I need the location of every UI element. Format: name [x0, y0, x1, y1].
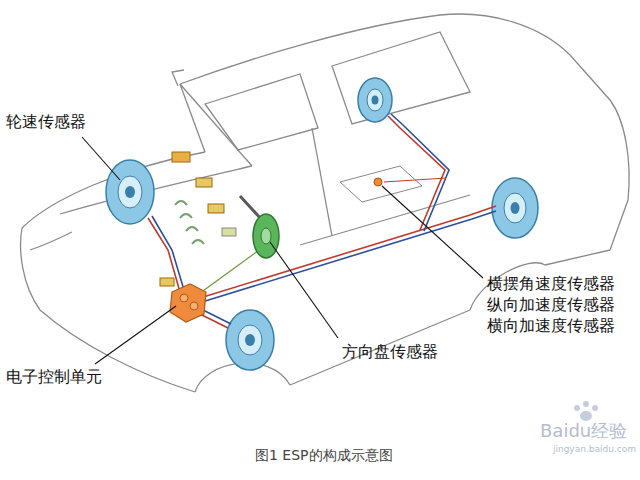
paw-toe: [583, 401, 589, 407]
ecu-valve: [190, 302, 198, 310]
disc-center: [511, 202, 520, 214]
b-pillar: [312, 128, 332, 236]
disc: [106, 160, 154, 224]
leader-line: [95, 306, 176, 364]
leader-line: [270, 242, 338, 338]
side-window: [205, 74, 318, 150]
rear-side-window: [332, 32, 470, 124]
sensor-wire: [196, 248, 262, 296]
steering-hub: [261, 228, 271, 244]
sensor-dot: [374, 178, 382, 186]
engine-part: [172, 152, 190, 162]
engine-part: [208, 204, 224, 213]
part-label: 横摆角速度传感器: [487, 274, 615, 293]
antenna: [172, 70, 184, 86]
windshield-edge: [180, 84, 252, 166]
brake-line: [148, 218, 180, 292]
disc: [226, 310, 274, 370]
brake-line: [388, 116, 445, 230]
engine-part: [222, 228, 236, 236]
paw-toe: [592, 405, 598, 411]
disc: [492, 178, 538, 238]
car-body: [21, 14, 630, 392]
rear-line: [570, 55, 629, 250]
steering-column: [240, 196, 262, 220]
wheel-disc: [226, 310, 274, 370]
hood-line: [60, 166, 252, 214]
coil-spring: [175, 201, 204, 244]
engine-part: [160, 278, 174, 286]
watermark: jingyan.baidu.com: [553, 444, 636, 455]
disc: [358, 78, 392, 122]
roof-line: [180, 14, 570, 84]
paw-pad: [580, 411, 592, 421]
engine-part: [196, 178, 212, 187]
steering-wheel: [253, 214, 279, 258]
part-label: 轮速传感器: [6, 112, 86, 131]
brake-lines: [148, 114, 496, 328]
part-label: 横向加速度传感器: [487, 316, 615, 335]
disc-hub: [118, 176, 142, 208]
hood-edge: [22, 152, 205, 228]
yaw-sensor-unit: [340, 166, 422, 202]
disc-hub: [238, 325, 262, 355]
a-pillar: [180, 84, 205, 152]
rear-sill: [545, 250, 610, 265]
ecu-unit: [170, 284, 206, 322]
wheel-disc: [492, 178, 538, 238]
steering-unit: [240, 196, 279, 258]
engine-parts: [160, 152, 236, 286]
brake-line: [391, 114, 449, 231]
leader-line: [382, 186, 483, 278]
disc-hub: [367, 89, 383, 111]
wheel-disc: [358, 78, 392, 122]
sensor-box: [340, 166, 422, 202]
part-label: 方向盘传感器: [342, 342, 438, 361]
brake-line: [200, 206, 496, 298]
headlight: [30, 232, 72, 250]
part-label: 电子控制单元: [6, 367, 102, 386]
paw-toe: [574, 405, 580, 411]
disc-center: [372, 96, 379, 105]
wheel-discs: [106, 78, 538, 370]
watermark-paw: [574, 401, 598, 421]
figure-caption: 图1 ESP的构成示意图: [255, 447, 393, 464]
ecu-block: [170, 284, 206, 322]
brake-line: [152, 216, 184, 290]
wheel-disc: [106, 160, 154, 224]
watermark: Baidu经验: [540, 420, 627, 442]
part-label: 纵向加速度传感器: [487, 295, 615, 314]
disc-hub: [504, 193, 526, 223]
disc-center: [125, 186, 135, 198]
disc-center: [245, 334, 255, 346]
leader-lines: [82, 137, 483, 364]
sill-line: [290, 310, 470, 385]
brake-line: [202, 211, 496, 302]
ecu-valve: [180, 294, 188, 302]
leader-line: [82, 137, 120, 180]
